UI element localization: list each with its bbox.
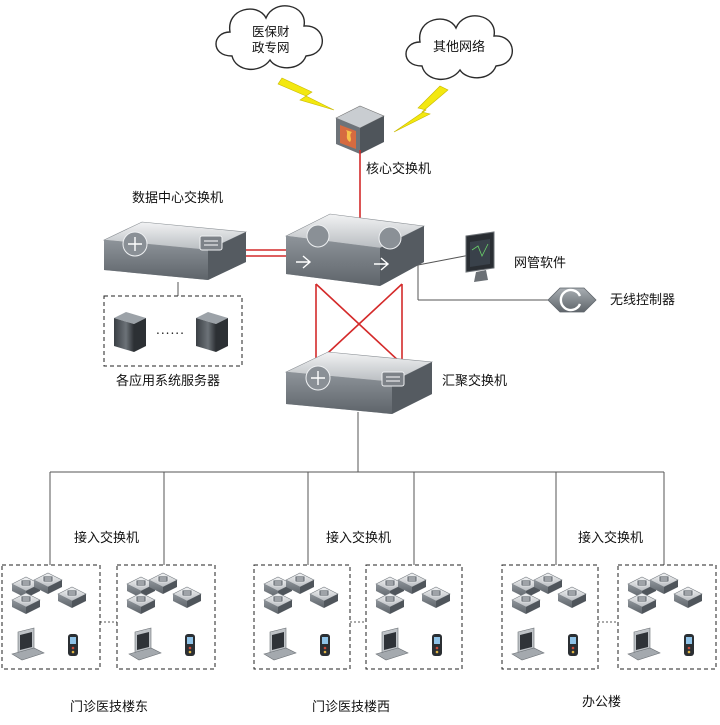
cloud-other-label: 其他网络 <box>433 40 486 55</box>
servers-ellipsis: ...... <box>156 323 185 337</box>
access-group-east-1 <box>1 564 101 670</box>
building-label-west: 门诊医技楼西 <box>312 700 391 715</box>
building-label-office: 办公楼 <box>582 695 622 710</box>
core-switch-label: 核心交换机 <box>366 162 432 177</box>
datacenter-switch-icon <box>102 221 248 280</box>
access-group-office-2 <box>617 564 717 670</box>
cloud-medical-label-2: 政专网 <box>252 40 290 55</box>
access-group-east-2 <box>116 564 216 670</box>
server-icon <box>114 312 146 352</box>
access-group-west-2 <box>365 564 463 670</box>
lightning-icon <box>393 85 449 133</box>
monitor-icon <box>465 231 495 282</box>
gray-links <box>49 254 665 623</box>
server-icon <box>196 312 228 352</box>
access-switch-label-east: 接入交换机 <box>74 531 140 546</box>
datacenter-switch-label: 数据中心交换机 <box>132 191 224 206</box>
access-switch-label-office: 接入交换机 <box>578 531 644 546</box>
aggregation-switch-icon <box>284 351 434 414</box>
access-switch-label-west: 接入交换机 <box>326 531 392 546</box>
cloud-medical-label-1: 医保财 <box>252 24 290 39</box>
nms-label: 网管软件 <box>514 256 567 271</box>
core-firewall-icon <box>335 105 385 154</box>
wireless-controller-label: 无线控制器 <box>610 293 676 308</box>
app-servers-label: 各应用系统服务器 <box>116 374 221 389</box>
server-group-box <box>103 295 243 367</box>
aggregation-switch-label: 汇聚交换机 <box>442 374 508 389</box>
core-switch-icon <box>284 213 426 286</box>
building-label-east: 门诊医技楼东 <box>70 700 149 715</box>
wireless-controller-icon <box>547 287 597 313</box>
lightning-icon <box>277 77 335 111</box>
access-group-west-1 <box>253 564 351 670</box>
access-group-office-1 <box>501 564 599 670</box>
